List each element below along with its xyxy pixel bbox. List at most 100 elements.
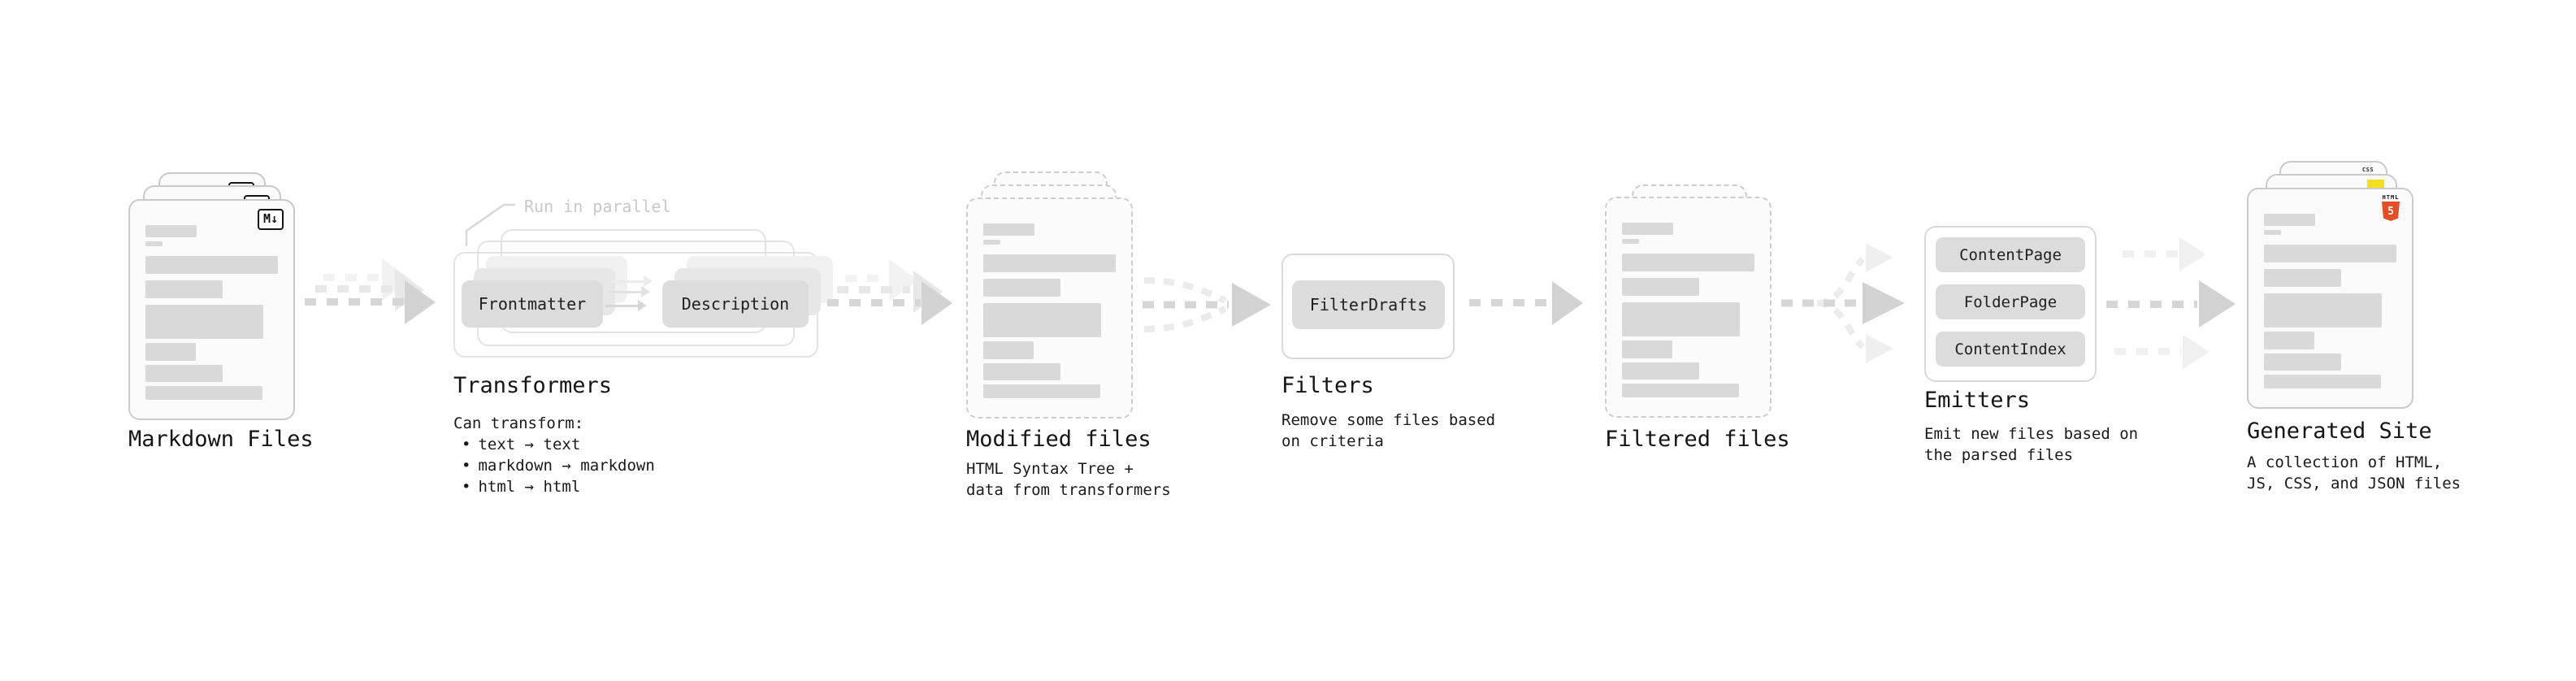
document-card-front: M↓ [128,199,295,420]
filters-frame [1281,254,1455,359]
document-card-front: HTML 5 [2247,188,2413,409]
skeleton-bar [2264,332,2314,349]
skeleton-bar [145,343,196,361]
skeleton-bar [983,363,1060,380]
skeleton-bar [145,305,263,339]
skeleton-bar [1622,340,1672,358]
skeleton-bar [983,223,1034,236]
skeleton-bar [2264,230,2281,235]
document-card-front [1605,197,1772,418]
skeleton-bar [983,341,1034,359]
annotation-connector-line [465,203,515,246]
skeleton-bar [1622,223,1673,235]
bullet-text: text → text [478,436,581,453]
subtitle-line: HTML Syntax Tree + [966,460,1134,478]
arrowhead-icon [2179,237,2209,271]
modified-files-subtitle: HTML Syntax Tree + data from transformer… [966,458,1171,501]
document-skeleton [983,199,1116,398]
description-heading: Can transform: [453,414,584,432]
filterdrafts-pill: FilterDrafts [1292,280,1445,329]
arrowhead-icon [1552,281,1585,325]
skeleton-bar [2264,245,2396,262]
stage-title-markdown-files: Markdown Files [128,427,314,452]
skeleton-bar [1622,362,1699,380]
arrowhead-icon [405,280,438,324]
skeleton-bar [2264,375,2381,388]
stage-title-filters: Filters [1281,373,1374,398]
stage-title-modified-files: Modified files [966,427,1151,452]
skeleton-bar [2264,269,2341,287]
document-skeleton [145,201,278,400]
arrow-modified-to-filters-converge [1143,277,1271,332]
javascript-file-icon [2367,180,2384,189]
dashed-line [845,275,904,282]
mini-arrowhead-icon [641,286,653,297]
dashed-line [837,286,910,293]
subtitle-line: Remove some files based [1281,411,1496,429]
bullet-text: html → html [478,478,581,496]
emitters-subtitle: Emit new files based on the parsed files [1924,423,2138,466]
document-skeleton [2264,189,2396,388]
arrow-filtered-to-emitters-fanout [1781,243,1905,363]
subtitle-line: the parsed files [1924,446,2074,464]
html5-logo-icon: HTML 5 [2380,194,2401,221]
run-in-parallel-annotation: Run in parallel [524,197,671,216]
skeleton-bar [983,254,1116,272]
skeleton-bar [145,241,163,246]
subtitle-line: data from transformers [966,481,1171,499]
html5-shield: 5 [2382,202,2400,221]
document-skeleton [1622,198,1754,397]
dashed-line [2123,250,2178,258]
stage-title-emitters: Emitters [1924,388,2031,413]
contentpage-pill: ContentPage [1936,237,2085,272]
dashed-line [305,298,404,306]
skeleton-bar [1622,239,1639,244]
mini-arrowhead-icon [644,275,655,287]
arrowhead-icon [2183,335,2212,369]
skeleton-bar [1622,384,1739,397]
skeleton-bar [1622,302,1740,336]
bullet-item: • html → html [453,476,655,497]
dashed-line [323,274,398,281]
dashed-line [315,285,397,293]
skeleton-bar [2264,354,2341,371]
skeleton-bar [145,280,223,298]
dashed-line [827,299,921,306]
transformers-description: Can transform: •text → text •markdown → … [453,413,655,497]
skeleton-bar [983,303,1101,337]
bullet-icon: • [462,478,471,496]
bullet-text: markdown → markdown [478,457,655,475]
skeleton-bar [1622,278,1699,296]
mini-arrow-line [605,305,638,307]
skeleton-bar [145,256,278,274]
mini-arrow-line [611,280,644,283]
bullet-item: •text → text [453,434,655,455]
skeleton-bar [983,279,1060,297]
document-card-front [966,197,1133,419]
subtitle-line: on criteria [1281,432,1384,450]
dashed-line [1469,299,1550,306]
filters-subtitle: Remove some files based on criteria [1281,410,1495,452]
dashed-line [2106,301,2197,308]
html5-number: 5 [2387,205,2394,218]
html5-word: HTML [2382,194,2400,201]
skeleton-bar [983,384,1100,398]
stage-title-filtered-files: Filtered files [1605,427,1790,452]
folderpage-pill: FolderPage [1936,284,2085,319]
skeleton-bar [2264,214,2315,226]
skeleton-bar [145,225,197,237]
mini-arrowhead-icon [638,300,649,311]
stage-title-generated-site: Generated Site [2247,419,2432,444]
contentindex-pill: ContentIndex [1936,332,2085,367]
skeleton-bar [983,240,1000,245]
bullet-item: •markdown → markdown [453,455,655,476]
skeleton-bar [145,365,223,382]
frontmatter-pill: Frontmatter [462,280,603,327]
subtitle-line: Emit new files based on [1924,425,2139,443]
markdown-icon: M↓ [257,209,284,230]
description-pill: Description [662,280,809,327]
generated-site-subtitle: A collection of HTML, JS, CSS, and JSON … [2247,452,2461,494]
mini-arrow-line [609,291,641,293]
subtitle-line: JS, CSS, and JSON files [2247,475,2461,492]
